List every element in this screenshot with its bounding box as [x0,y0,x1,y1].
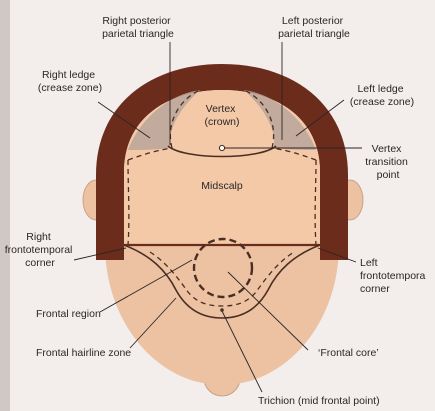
label-frontal-hairline-zone: Frontal hairline zone [36,347,131,359]
label-right-posterior-parietal-triangle: Right posterior parietal triangle [102,15,174,40]
label-left-frontotemporal-corner: Left frontotempora corner [360,257,428,295]
label-frontal-core: ‘Frontal core’ [318,347,379,359]
label-trichion: Trichion (mid frontal point) [258,395,380,407]
page-edge-shadow [0,0,10,411]
label-vertex-crown: Vertex (crown) [204,103,239,128]
label-frontal-region: Frontal region [36,308,101,320]
label-right-frontotemporal-corner: Right frontotemporal corner [5,231,76,269]
label-vertex-transition-point: Vertex transition point [365,143,411,181]
vertex-transition-point-marker [219,145,224,150]
label-midscalp: Midscalp [201,180,243,192]
label-left-posterior-parietal-triangle: Left posterior parietal triangle [278,15,350,40]
label-left-ledge: Left ledge (crease zone) [350,83,414,108]
label-right-ledge: Right ledge (crease zone) [38,69,102,94]
